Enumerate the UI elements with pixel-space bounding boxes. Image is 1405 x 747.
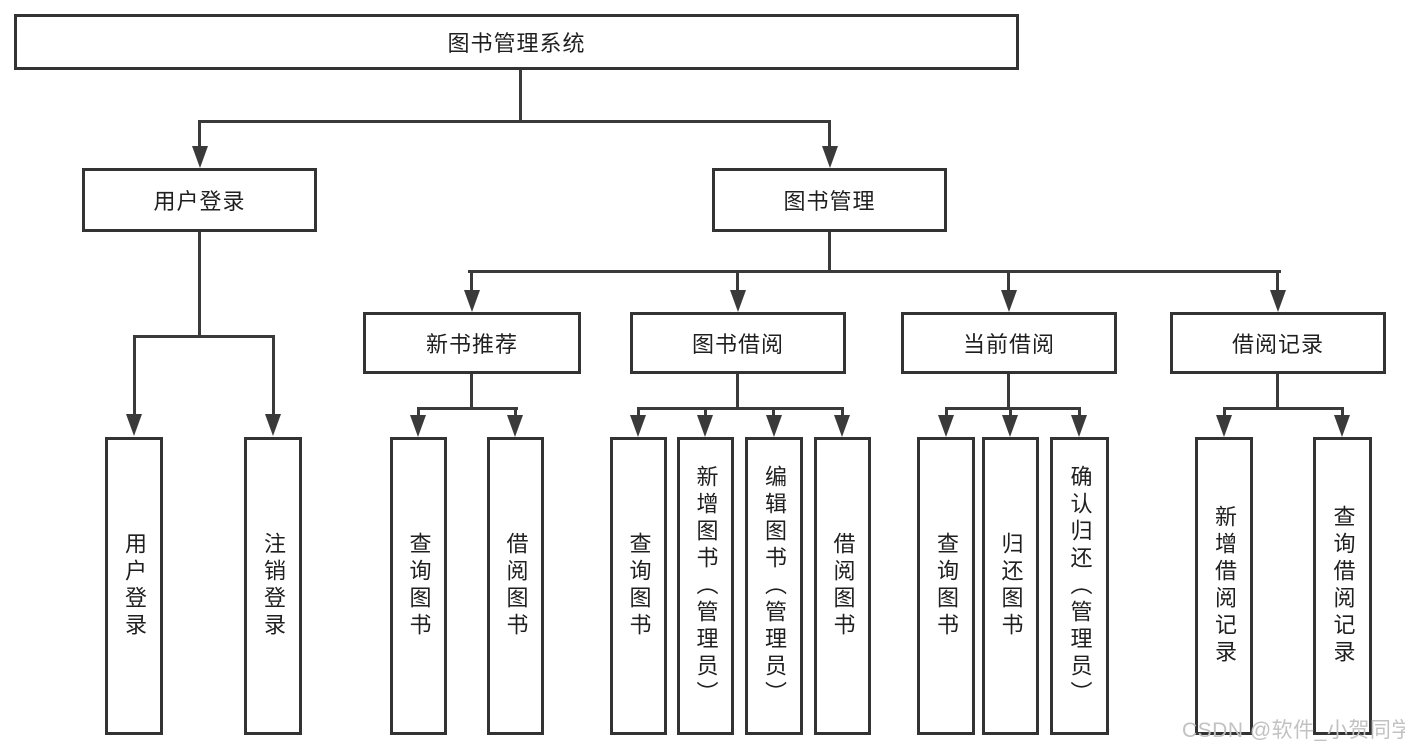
node-current-borrowing-label: 当前借阅 xyxy=(962,332,1055,357)
connector-line xyxy=(828,232,831,273)
arrow-down-icon xyxy=(697,415,713,437)
leaf-user-login-label: 用户登录 xyxy=(122,532,147,640)
csdn-watermark: CSDN @软件_小贺同学 xyxy=(1182,719,1405,742)
leaf-confirm-return-admin-label: 确认归还（管理员） xyxy=(1067,464,1093,708)
node-current-borrowing: 当前借阅 xyxy=(901,312,1117,374)
connector-line xyxy=(1223,407,1344,410)
leaf-add-book-admin: 新增图书（管理员） xyxy=(677,437,734,735)
leaf-confirm-return-admin: 确认归还（管理员） xyxy=(1050,437,1109,735)
arrow-down-icon xyxy=(1002,415,1018,437)
connector-line xyxy=(1341,407,1344,419)
node-root-label: 图书管理系统 xyxy=(447,31,586,56)
connector-line xyxy=(1009,407,1012,419)
leaf-return-book-label: 归还图书 xyxy=(998,532,1024,640)
arrow-down-icon xyxy=(126,414,142,436)
arrow-down-icon xyxy=(834,415,850,437)
connector-line xyxy=(417,407,420,419)
leaf-return-book: 归还图书 xyxy=(982,437,1039,735)
connector-line xyxy=(736,374,739,407)
leaf-query-borrow-record: 查询借阅记录 xyxy=(1313,437,1372,735)
node-book-borrowing-label: 图书借阅 xyxy=(691,332,784,357)
connector-line xyxy=(637,407,844,410)
arrow-down-icon xyxy=(766,415,782,437)
node-root: 图书管理系统 xyxy=(14,14,1019,70)
leaf-query-borrow-record-label: 查询借阅记录 xyxy=(1330,505,1356,667)
leaf-edit-book-admin-label: 编辑图书（管理员） xyxy=(762,464,787,708)
arrow-down-icon xyxy=(1071,415,1087,437)
connector-line xyxy=(945,407,1081,410)
connector-line xyxy=(133,335,136,418)
connector-line xyxy=(468,270,1281,273)
connector-line xyxy=(736,270,739,292)
arrow-down-icon xyxy=(410,415,426,437)
arrow-down-icon xyxy=(938,415,954,437)
connector-line xyxy=(704,407,707,419)
arrow-down-icon xyxy=(464,290,480,312)
connector-line xyxy=(519,70,522,123)
connector-line xyxy=(514,407,517,419)
leaf-add-borrow-record-label: 新增借阅记录 xyxy=(1212,505,1237,667)
leaf-query-books-current: 查询图书 xyxy=(917,437,975,735)
connector-line xyxy=(841,407,844,419)
leaf-query-books-current-label: 查询图书 xyxy=(934,532,959,640)
connector-line xyxy=(272,335,275,418)
connector-line xyxy=(198,232,201,335)
leaf-edit-book-admin: 编辑图书（管理员） xyxy=(745,437,803,735)
leaf-add-book-admin-label: 新增图书（管理员） xyxy=(693,464,719,708)
arrow-down-icon xyxy=(1334,415,1350,437)
arrow-down-icon xyxy=(1270,290,1286,312)
leaf-borrow-books-recommend: 借阅图书 xyxy=(487,437,544,735)
node-borrowing-records: 借阅记录 xyxy=(1170,312,1386,374)
arrow-down-icon xyxy=(630,415,646,437)
leaf-query-books-borrowing: 查询图书 xyxy=(610,437,667,735)
connector-line xyxy=(637,407,640,419)
arrow-down-icon xyxy=(1216,415,1232,437)
node-book-management: 图书管理 xyxy=(712,168,947,232)
node-borrowing-records-label: 借阅记录 xyxy=(1231,332,1324,357)
connector-line xyxy=(417,407,518,410)
leaf-logout: 注销登录 xyxy=(244,437,302,735)
connector-line xyxy=(1276,270,1279,292)
connector-line xyxy=(198,120,201,150)
connector-line xyxy=(1078,407,1081,419)
arrow-down-icon xyxy=(265,414,281,436)
connector-line xyxy=(828,120,831,150)
leaf-query-books-borrowing-label: 查询图书 xyxy=(626,532,652,640)
leaf-logout-label: 注销登录 xyxy=(261,532,286,640)
connector-line xyxy=(945,407,948,419)
connector-line xyxy=(470,270,473,292)
connector-line xyxy=(772,407,775,419)
connector-line xyxy=(198,120,831,123)
leaf-query-books-recommend: 查询图书 xyxy=(390,437,447,735)
leaf-user-login: 用户登录 xyxy=(105,437,163,735)
node-user-login: 用户登录 xyxy=(82,168,317,232)
connector-line xyxy=(470,374,473,407)
connector-line xyxy=(133,335,275,338)
arrow-down-icon xyxy=(822,146,838,168)
leaf-borrow-books-borrowing-label: 借阅图书 xyxy=(830,532,856,640)
leaf-borrow-books-borrowing: 借阅图书 xyxy=(814,437,871,735)
leaf-query-books-recommend-label: 查询图书 xyxy=(406,532,432,640)
node-book-borrowing: 图书借阅 xyxy=(630,312,846,374)
node-user-login-label: 用户登录 xyxy=(153,189,246,214)
arrow-down-icon xyxy=(507,415,523,437)
arrow-down-icon xyxy=(192,146,208,168)
arrow-down-icon xyxy=(730,290,746,312)
connector-line xyxy=(1007,270,1010,292)
node-new-book-recommend-label: 新书推荐 xyxy=(425,332,518,357)
leaf-borrow-books-recommend-label: 借阅图书 xyxy=(503,532,529,640)
node-book-management-label: 图书管理 xyxy=(783,189,876,214)
connector-line xyxy=(1276,374,1279,407)
connector-line xyxy=(1223,407,1226,419)
arrow-down-icon xyxy=(1001,290,1017,312)
connector-line xyxy=(1007,374,1010,407)
leaf-add-borrow-record: 新增借阅记录 xyxy=(1195,437,1253,735)
node-new-book-recommend: 新书推荐 xyxy=(363,312,581,374)
